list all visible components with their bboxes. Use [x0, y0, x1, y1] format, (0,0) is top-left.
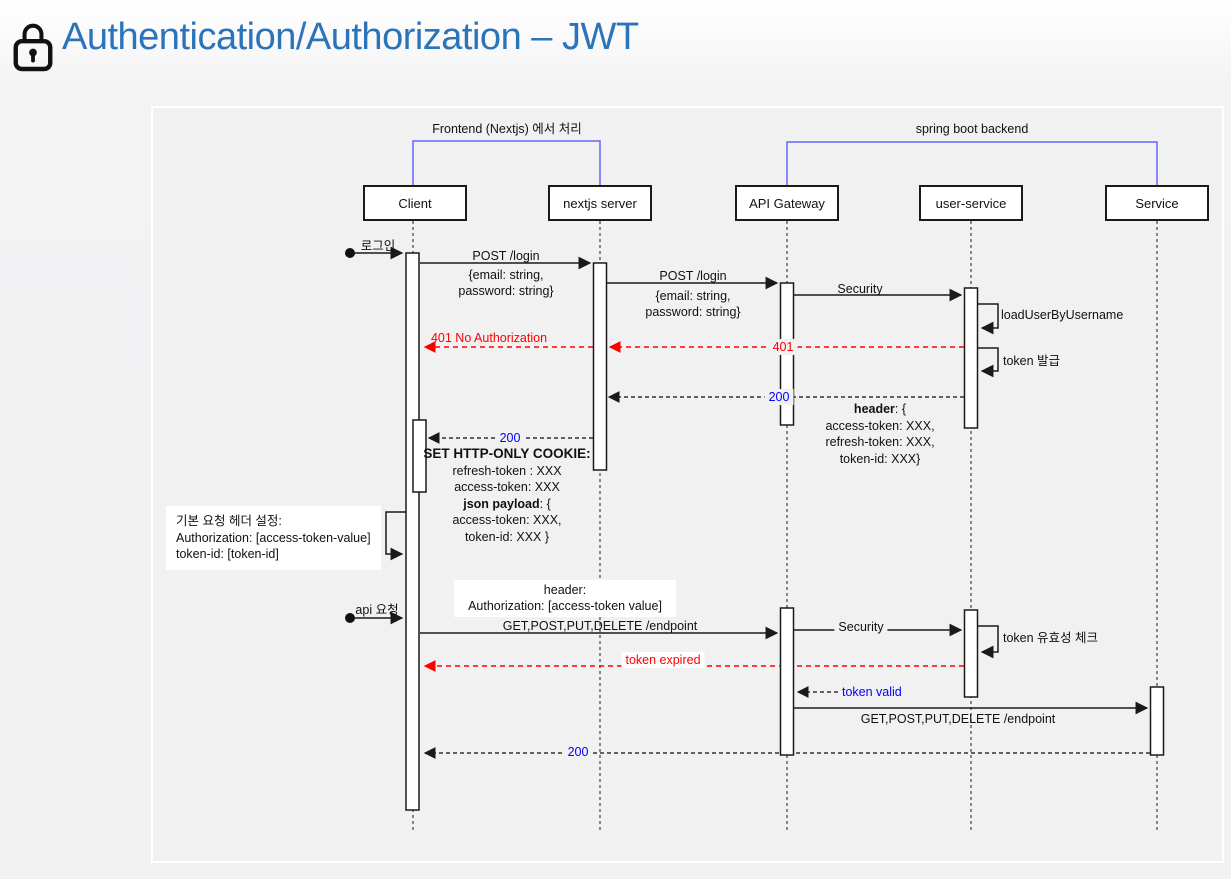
request-header-note: header: Authorization: [access-token val… [454, 580, 676, 617]
lock-icon [13, 23, 53, 72]
label-post-login-2: POST /login [659, 269, 727, 283]
label-200-2: 200 [495, 430, 525, 446]
label-login-trigger: 로그인 [360, 239, 396, 253]
start-node [345, 613, 355, 623]
label-200-3: 200 [563, 744, 593, 760]
start-node [345, 248, 355, 258]
label-token-valid: token valid [842, 685, 902, 699]
label-token-expired: token expired [621, 652, 705, 668]
self-calls [385, 303, 999, 659]
actor-user-service: user-service [919, 185, 1023, 221]
label-200-1: 200 [764, 389, 794, 405]
set-cookie-block: SET HTTP-ONLY COOKIE: refresh-token : XX… [423, 446, 591, 544]
label-post-login-1: POST /login [472, 249, 540, 263]
default-header-note: 기본 요청 헤더 설정: Authorization: [access-toke… [166, 506, 381, 570]
label-endpoint-call-2: GET,POST,PUT,DELETE /endpoint [860, 712, 1056, 726]
label-endpoint-call-1: GET,POST,PUT,DELETE /endpoint [502, 619, 698, 633]
actor-nextjs-server: nextjs server [548, 185, 652, 221]
page-title: Authentication/Authorization – JWT [62, 16, 639, 58]
actor-api-gateway: API Gateway [735, 185, 839, 221]
actor-client: Client [363, 185, 467, 221]
label-api-trigger: api 요청 [355, 603, 399, 617]
actor-service: Service [1105, 185, 1209, 221]
group-label-frontend: Frontend (Nextjs) 에서 처리 [432, 122, 582, 136]
response-header-block: header: { access-token: XXX, refresh-tok… [825, 402, 935, 466]
label-login-params-1: {email: string, password: string} [458, 268, 554, 298]
label-401-code: 401 [768, 339, 798, 355]
label-token-check: token 유효성 체크 [1003, 631, 1099, 645]
label-load-user: loadUserByUsername [1001, 308, 1124, 322]
label-401-no-authorization: 401 No Authorization [430, 331, 548, 345]
label-token-issue: token 발급 [1003, 354, 1061, 368]
label-security-2: Security [834, 619, 888, 635]
diagram-panel[interactable] [151, 106, 1224, 863]
group-label-backend: spring boot backend [915, 122, 1029, 136]
label-security-1: Security [837, 282, 883, 296]
group-brackets [412, 140, 1158, 185]
label-login-params-2: {email: string, password: string} [645, 289, 741, 319]
messages [345, 246, 1150, 759]
